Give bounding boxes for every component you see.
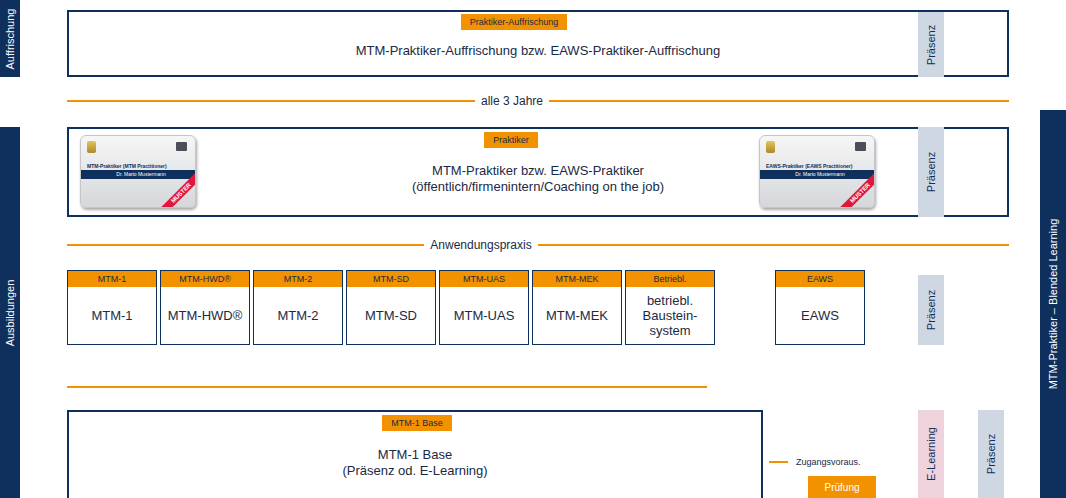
module-header: MTM-2 xyxy=(254,271,342,287)
course-box: MTM-1 Base(Präsenz od. E-Learning)MTM-1 … xyxy=(67,410,763,498)
node-text: Prüfung xyxy=(824,482,859,493)
section-bar: Ausbildungen xyxy=(0,127,20,498)
node-text: Dr. Mario Mustermann xyxy=(81,170,195,179)
module-box: MTM-SDMTM-SD xyxy=(346,270,436,345)
node-text: Ausbildungen xyxy=(4,279,16,346)
format-box: Präsenz xyxy=(918,275,944,345)
section-bar: MTM-Praktiker – Blended Learning xyxy=(1040,110,1066,498)
course-tag: MTM-1 Base xyxy=(382,415,452,431)
node-text: MTM-1 Base xyxy=(391,417,443,429)
node-text: MTM-UAS xyxy=(440,287,528,344)
format-box: Präsenz xyxy=(978,410,1004,498)
node-text: MTM-MEK xyxy=(533,287,621,344)
node-text: MTM-HWD® xyxy=(161,287,249,344)
module-header: EAWS xyxy=(776,271,864,287)
course-tag: Praktiker-Auffrischung xyxy=(461,14,567,30)
node-text: MTM-1 xyxy=(68,287,156,344)
exam-box: Prüfung xyxy=(808,476,876,498)
node-text: Präsenz xyxy=(925,152,937,192)
course-tag: Praktiker xyxy=(484,132,538,148)
certificate-card: MTM-Praktiker (MTM Practitioner)Dr. Mari… xyxy=(80,135,196,208)
node-text: EAWS xyxy=(776,287,864,344)
card-icon xyxy=(855,142,866,151)
module-header: MTM-MEK xyxy=(533,271,621,287)
stage-label: Anwendungspraxis xyxy=(424,238,537,252)
format-box: E-Learning xyxy=(918,410,944,498)
node-text: betriebl. Baustein-system xyxy=(626,287,714,344)
node-text: MTM-Praktiker – Blended Learning xyxy=(1047,219,1059,390)
format-box: Präsenz xyxy=(918,127,944,217)
format-box: Präsenz xyxy=(918,12,944,77)
module-box: MTM-2MTM-2 xyxy=(253,270,343,345)
certificate-card: EAWS-Praktiker (EAWS Practitioner)Dr. Ma… xyxy=(759,135,875,208)
divider-line xyxy=(67,244,1009,246)
module-box: MTM-UASMTM-UAS xyxy=(439,270,529,345)
card-logo xyxy=(87,141,96,153)
node-text: (öffentlich/firmenintern/Coaching on the… xyxy=(412,179,664,195)
node-text: MTM-2 xyxy=(254,287,342,344)
node-text: Praktiker xyxy=(493,134,529,146)
card-icon xyxy=(176,142,187,151)
interval-label: alle 3 Jahre xyxy=(475,94,549,108)
node-text: Präsenz xyxy=(925,290,937,330)
module-box: MTM-1MTM-1 xyxy=(67,270,157,345)
module-box: Betriebl.betriebl. Baustein-system xyxy=(625,270,715,345)
node-text: MTM-Praktiker bzw. EAWS-Praktiker xyxy=(432,163,644,179)
node-text: MTM-Praktiker-Auffrischung bzw. EAWS-Pra… xyxy=(356,43,721,59)
node-text: (Präsenz od. E-Learning) xyxy=(342,463,487,479)
module-header: MTM-SD xyxy=(347,271,435,287)
node-text: MTM-SD xyxy=(347,287,435,344)
section-bar: Auffrischung xyxy=(0,0,20,77)
module-header: MTM-HWD® xyxy=(161,271,249,287)
module-header: Betriebl. xyxy=(626,271,714,287)
node-text: Präsenz xyxy=(925,24,937,64)
module-header: MTM-1 xyxy=(68,271,156,287)
course-box: MTM-Praktiker-Auffrischung bzw. EAWS-Pra… xyxy=(67,10,1009,77)
node-text: Praktiker-Auffrischung xyxy=(470,16,558,28)
module-box: MTM-HWD®MTM-HWD® xyxy=(160,270,250,345)
module-box: EAWSEAWS xyxy=(775,270,865,345)
legend-line xyxy=(769,461,788,463)
node-text: Auffrischung xyxy=(4,8,16,69)
card-logo xyxy=(766,141,775,153)
legend-label: Zugangsvoraus. xyxy=(790,457,867,467)
course-box: MTM-Praktiker bzw. EAWS-Praktiker(öffent… xyxy=(67,127,1009,217)
node-text: MTM-1 Base xyxy=(378,447,452,463)
node-text: Präsenz xyxy=(985,434,997,474)
module-box: MTM-MEKMTM-MEK xyxy=(532,270,622,345)
divider-line xyxy=(67,386,707,388)
node-text: E-Learning xyxy=(925,427,937,481)
module-header: MTM-UAS xyxy=(440,271,528,287)
node-text: Dr. Mario Mustermann xyxy=(760,170,874,179)
